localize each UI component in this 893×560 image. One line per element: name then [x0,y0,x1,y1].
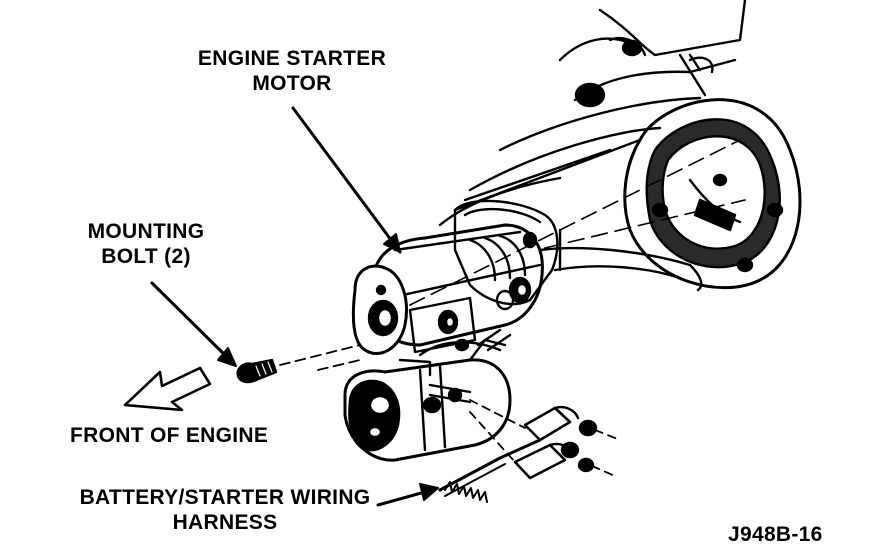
starter-label-line1: ENGINE STARTER [197,47,387,70]
harness-label-line2: HARNESS [172,511,278,534]
leader-arrows [150,106,439,507]
bolt-label-line1: MOUNTING [87,220,205,243]
starter-mount-plate [453,199,559,306]
wiring-harness [438,399,621,503]
bolt-label-line2: BOLT (2) [101,245,191,268]
transmission-housing [438,0,802,292]
starter-label-line2: MOTOR [252,72,332,95]
mounting-bolt [236,139,746,384]
mounting-bolt-label: MOUNTING BOLT (2) [62,219,230,269]
harness-label-line1: BATTERY/STARTER WIRING [79,486,371,509]
starter-motor-body [343,223,544,462]
wiring-harness-label: BATTERY/STARTER WIRING HARNESS [60,485,390,535]
front-direction-arrow [123,366,212,412]
engine-starter-motor-label: ENGINE STARTER MOTOR [185,46,399,96]
front-of-engine-label: FRONT OF ENGINE [70,424,269,447]
figure-code: J948B-16 [728,523,823,546]
